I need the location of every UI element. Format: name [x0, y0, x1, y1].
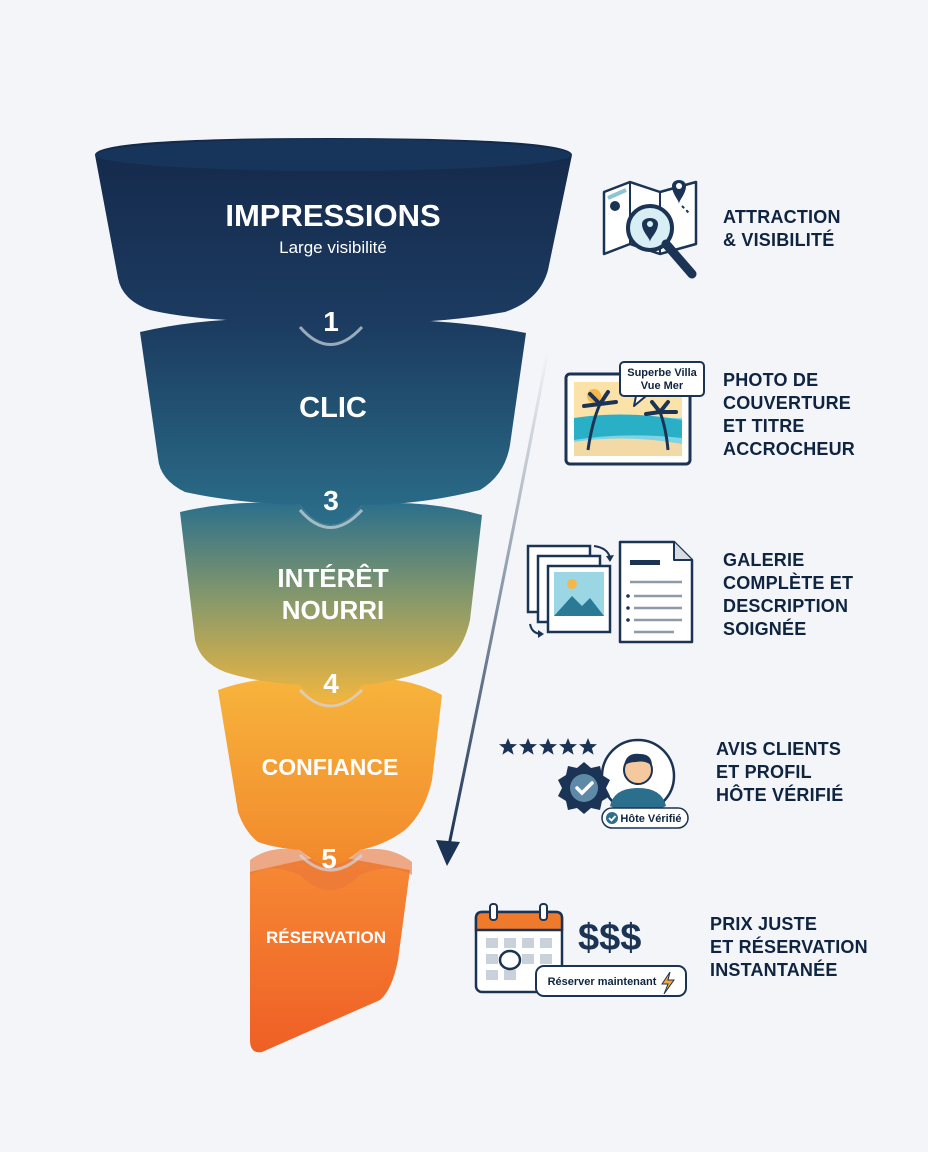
verified-badge-icon	[558, 762, 610, 814]
beach-photo-icon: Superbe Villa Vue Mer	[564, 361, 705, 466]
bubble-text-line-2: Vue Mer	[641, 380, 684, 392]
calendar-booking-icon: $$$ Réserver maintenant	[474, 903, 687, 997]
benefit-text-4: AVIS CLIENTS ET PROFIL HÔTE VÉRIFIÉ	[716, 739, 844, 805]
step-number-1: 1	[323, 306, 339, 337]
rating-stars-icon	[499, 738, 597, 755]
funnel-stage-3	[180, 502, 482, 703]
gallery-document-icon	[526, 540, 694, 644]
stage-1-subtitle: Large visibilité	[279, 238, 387, 257]
verified-host-badge-text: Hôte Vérifié	[620, 813, 681, 825]
benefit-text-3: GALERIE COMPLÈTE ET DESCRIPTION SOIGNÉE	[723, 550, 854, 639]
step-number-3: 3	[323, 485, 339, 516]
map-magnifier-icon	[602, 180, 698, 279]
stage-2-title: CLIC	[299, 392, 367, 424]
step-number-4: 4	[323, 668, 339, 699]
notch-highlights	[298, 325, 364, 872]
step-number-5: 5	[321, 843, 337, 874]
benefit-text-1: ATTRACTION & VISIBILITÉ	[723, 207, 841, 250]
benefit-text-2: PHOTO DE COUVERTURE ET TITRE ACCROCHEUR	[723, 370, 855, 459]
stage-1-title: IMPRESSIONS	[225, 198, 440, 233]
funnel-stage-2	[140, 318, 526, 525]
flow-arrow	[436, 349, 550, 866]
stage-3-title-line-2: NOURRI	[282, 595, 385, 625]
bubble-text-line-1: Superbe Villa	[627, 367, 697, 379]
benefit-text-5: PRIX JUSTE ET RÉSERVATION INSTANTANÉE	[710, 914, 868, 980]
verified-host-icon: Hôte Vérifié	[499, 738, 689, 829]
funnel-stage-4	[218, 678, 442, 864]
stage-4-title: CONFIANCE	[262, 754, 399, 780]
funnel-stage-1	[95, 138, 572, 342]
book-now-button-label: Réserver maintenant	[548, 976, 657, 988]
stage-5-title: RÉSERVATION	[266, 928, 386, 947]
stage-3-title-line-1: INTÉRÊT	[277, 563, 388, 593]
price-signs: $$$	[578, 917, 641, 959]
funnel-stage-5	[250, 848, 412, 1053]
